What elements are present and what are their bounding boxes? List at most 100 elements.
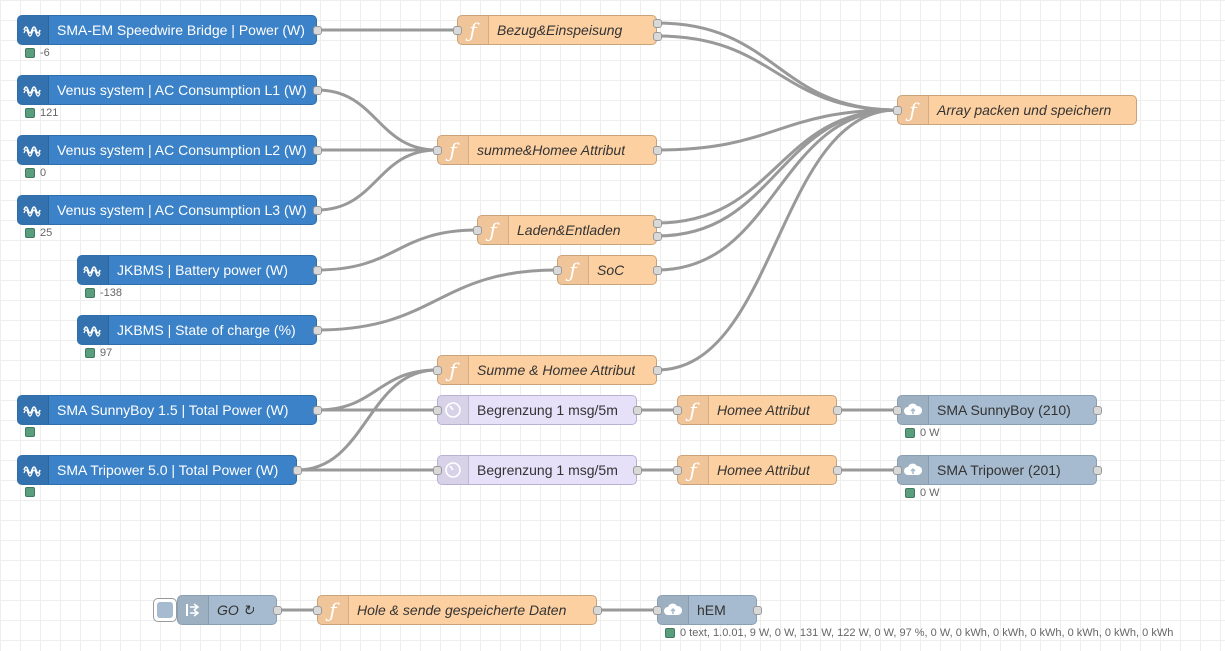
node-tripower-total-power[interactable]: SMA Tripower 5.0 | Total Power (W) [17, 455, 297, 485]
input-port[interactable] [673, 466, 682, 475]
output-port[interactable] [653, 366, 662, 375]
node-fn-summe-homee-2[interactable]: ƒ Summe & Homee Attribut [437, 355, 657, 385]
node-label: SMA SunnyBoy 1.5 | Total Power (W) [57, 402, 289, 418]
node-inject-go[interactable]: GO ↻ [177, 595, 277, 625]
victron-wave-icon [18, 136, 49, 164]
node-label: Venus system | AC Consumption L3 (W) [57, 202, 307, 218]
node-sma-em-speedwire[interactable]: SMA-EM Speedwire Bridge | Power (W) [17, 15, 317, 45]
node-delay-begrenzung-1[interactable]: Begrenzung 1 msg/5m [437, 395, 637, 425]
output-port[interactable] [833, 406, 842, 415]
output-port[interactable] [633, 466, 642, 475]
output-port[interactable] [653, 19, 662, 28]
output-port[interactable] [653, 146, 662, 155]
node-label: Homee Attribut [717, 402, 810, 418]
inject-button-face [157, 602, 173, 618]
cloud-upload-icon [898, 396, 929, 424]
wire[interactable] [656, 108, 898, 152]
output-port[interactable] [313, 326, 322, 335]
node-status: 0 [25, 167, 46, 179]
node-fn-homee-attribut-1[interactable]: ƒ Homee Attribut [677, 395, 837, 425]
node-out-hem[interactable]: hEM [657, 595, 757, 625]
node-label: Hole & sende gespeicherte Daten [357, 602, 567, 618]
input-port[interactable] [893, 466, 902, 475]
victron-wave-icon [18, 16, 49, 44]
node-venus-l2[interactable]: Venus system | AC Consumption L2 (W) [17, 135, 317, 165]
wire[interactable] [316, 148, 438, 212]
input-port[interactable] [313, 606, 322, 615]
input-port[interactable] [893, 106, 902, 115]
status-dot [665, 628, 675, 638]
output-port[interactable] [313, 266, 322, 275]
input-port[interactable] [673, 406, 682, 415]
input-port[interactable] [653, 606, 662, 615]
node-label: Begrenzung 1 msg/5m [477, 462, 618, 478]
victron-wave-icon [78, 316, 109, 344]
wire[interactable] [316, 228, 478, 272]
wire[interactable] [656, 108, 898, 272]
node-label: hEM [697, 602, 726, 618]
node-fn-homee-attribut-2[interactable]: ƒ Homee Attribut [677, 455, 837, 485]
node-out-sma-sunnyboy[interactable]: SMA SunnyBoy (210) [897, 395, 1097, 425]
input-port[interactable] [893, 406, 902, 415]
input-port[interactable] [553, 266, 562, 275]
node-venus-l3[interactable]: Venus system | AC Consumption L3 (W) [17, 195, 317, 225]
input-port[interactable] [433, 466, 442, 475]
output-port[interactable] [593, 606, 602, 615]
output-port[interactable] [313, 206, 322, 215]
output-port[interactable] [273, 606, 282, 615]
wire[interactable] [316, 268, 558, 332]
output-port[interactable] [833, 466, 842, 475]
inject-trigger-button[interactable] [153, 598, 177, 622]
output-port[interactable] [293, 466, 302, 475]
function-icon: ƒ [558, 256, 589, 284]
node-fn-summe-homee[interactable]: ƒ summe&Homee Attribut [437, 135, 657, 165]
output-port[interactable] [653, 32, 662, 41]
output-port[interactable] [1093, 406, 1102, 415]
node-fn-laden-entladen[interactable]: ƒ Laden&Entladen [477, 215, 657, 245]
victron-wave-icon [18, 456, 49, 484]
timer-icon [438, 396, 469, 424]
wire[interactable] [656, 21, 898, 112]
node-fn-hole-sende[interactable]: ƒ Hole & sende gespeicherte Daten [317, 595, 597, 625]
input-port[interactable] [433, 406, 442, 415]
wire[interactable] [656, 108, 898, 372]
wire[interactable] [316, 88, 438, 152]
input-port[interactable] [433, 366, 442, 375]
node-label: Homee Attribut [717, 462, 810, 478]
output-port[interactable] [313, 406, 322, 415]
wire[interactable] [656, 34, 898, 112]
node-fn-soc[interactable]: ƒ SoC [557, 255, 657, 285]
node-status: 0 W [905, 487, 940, 499]
input-port[interactable] [473, 226, 482, 235]
wire[interactable] [316, 368, 438, 412]
output-port[interactable] [653, 219, 662, 228]
status-text: 0 text, 1.0.01, 9 W, 0 W, 131 W, 122 W, … [680, 627, 1174, 639]
node-fn-array-packen[interactable]: ƒ Array packen und speichern [897, 95, 1137, 125]
output-port[interactable] [653, 266, 662, 275]
output-port[interactable] [653, 232, 662, 241]
node-fn-bezug-einspeisung[interactable]: ƒ Bezug&Einspeisung [457, 15, 657, 45]
input-port[interactable] [453, 26, 462, 35]
output-port[interactable] [313, 86, 322, 95]
node-jkbms-soc[interactable]: JKBMS | State of charge (%) [77, 315, 317, 345]
output-port[interactable] [1093, 466, 1102, 475]
node-jkbms-battery-power[interactable]: JKBMS | Battery power (W) [77, 255, 317, 285]
output-port[interactable] [753, 606, 762, 615]
node-status: 0 text, 1.0.01, 9 W, 0 W, 131 W, 122 W, … [665, 627, 1173, 639]
wire[interactable] [656, 108, 898, 225]
node-venus-l1[interactable]: Venus system | AC Consumption L1 (W) [17, 75, 317, 105]
status-text: 121 [40, 107, 59, 119]
output-port[interactable] [633, 406, 642, 415]
status-dot [85, 288, 95, 298]
node-out-sma-tripower[interactable]: SMA Tripower (201) [897, 455, 1097, 485]
output-port[interactable] [313, 146, 322, 155]
wire[interactable] [656, 108, 898, 238]
output-port[interactable] [313, 26, 322, 35]
input-port[interactable] [433, 146, 442, 155]
wire[interactable] [296, 368, 438, 472]
node-sunnyboy-total-power[interactable]: SMA SunnyBoy 1.5 | Total Power (W) [17, 395, 317, 425]
node-status: 0 W [905, 427, 940, 439]
status-text: -138 [100, 287, 123, 299]
node-label: SMA SunnyBoy (210) [937, 402, 1071, 418]
node-delay-begrenzung-2[interactable]: Begrenzung 1 msg/5m [437, 455, 637, 485]
